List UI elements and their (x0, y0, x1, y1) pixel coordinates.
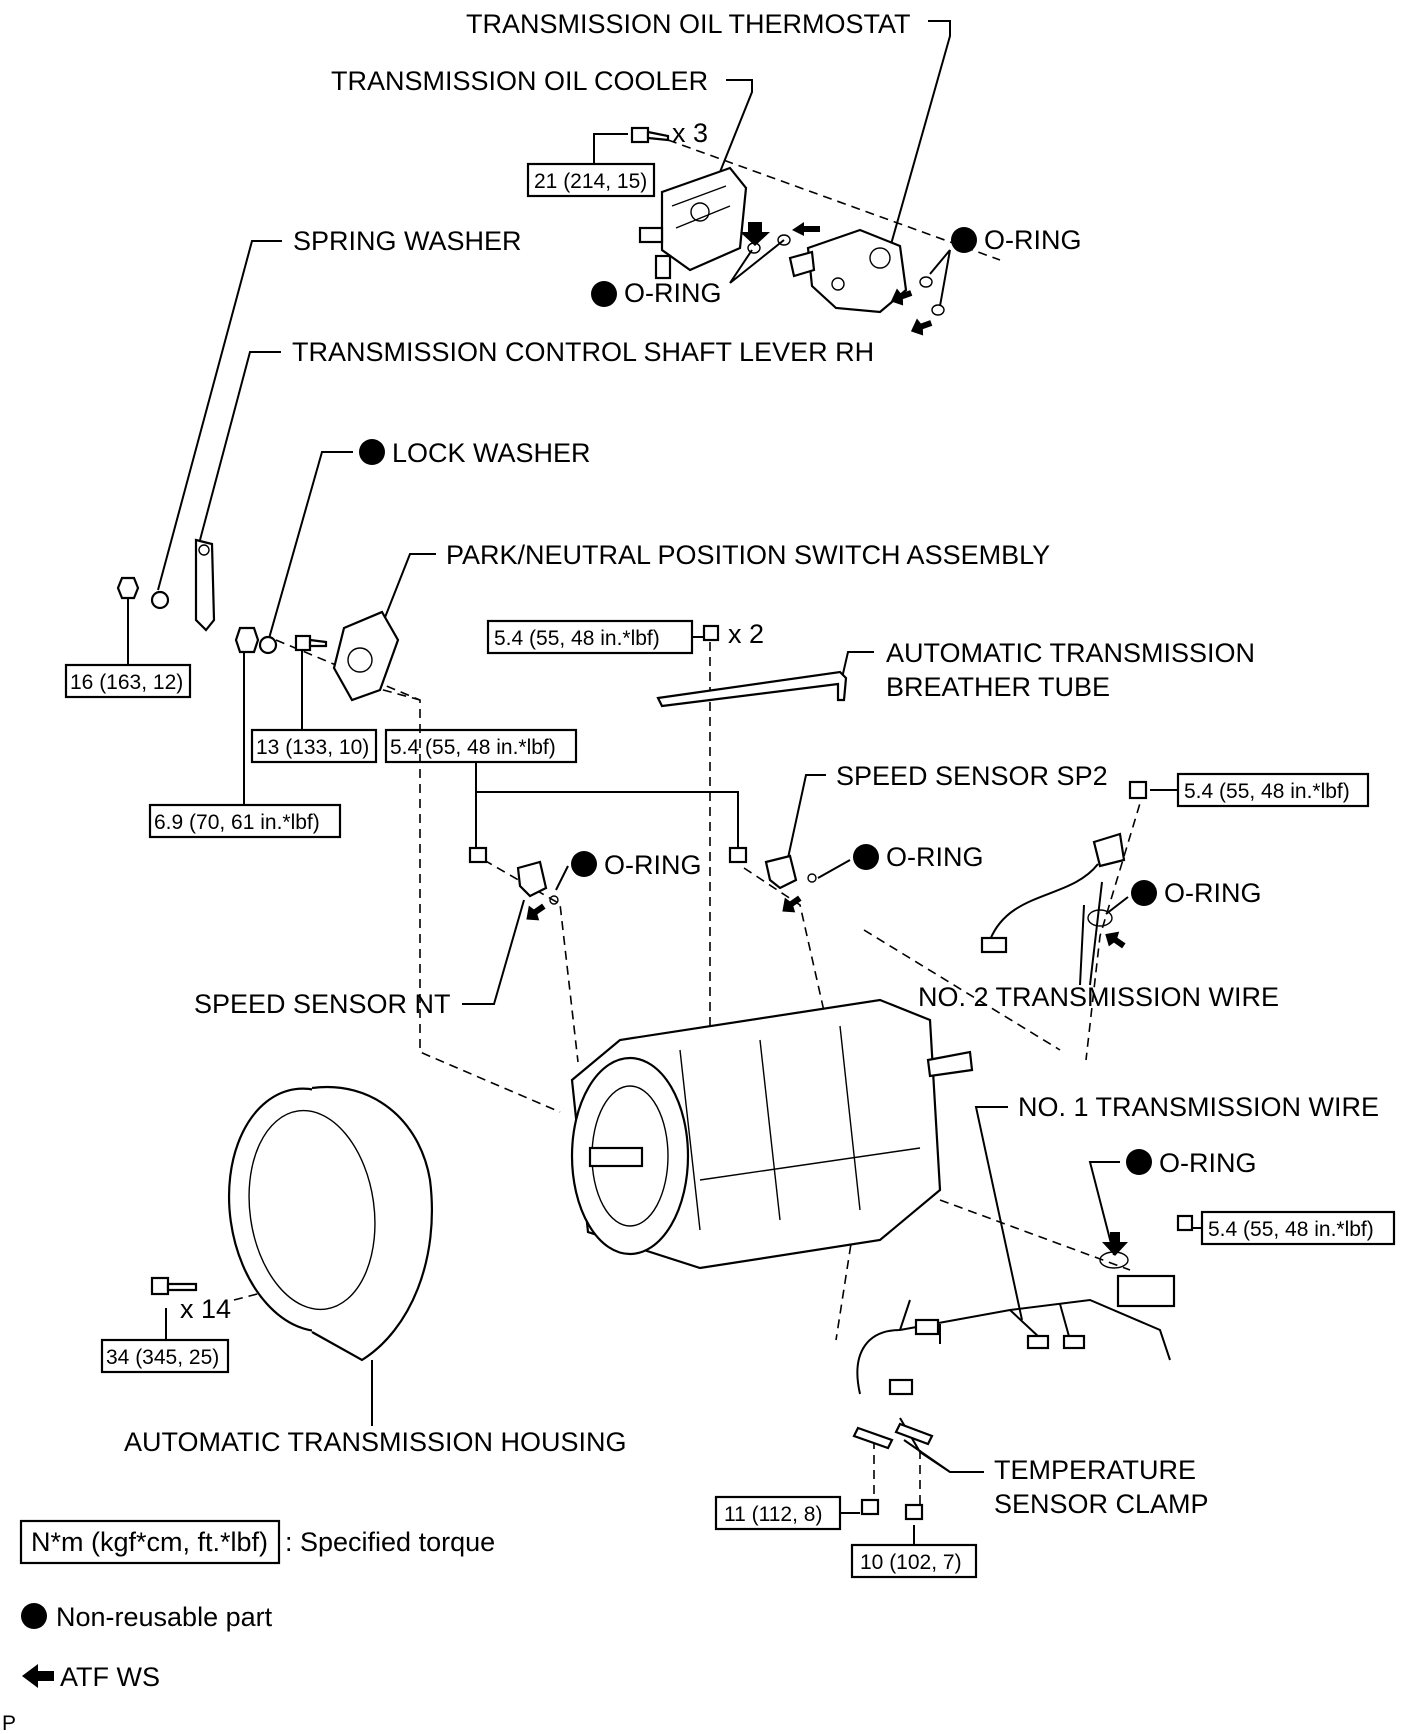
torque-no1-wire-bolt: 5.4 (55, 48 in.*lbf) (1208, 1218, 1374, 1241)
legend-torque-desc: : Specified torque (285, 1527, 495, 1557)
leader-torque-cooler (593, 133, 628, 164)
label-o-ring-no1-wire: O-RING (1159, 1148, 1257, 1178)
legend-torque-unit: N*m (kgf*cm, ft.*lbf) (31, 1527, 268, 1557)
leader-pnp-switch (381, 553, 436, 626)
nonreusable-dot-icon (571, 851, 597, 877)
legend-torque-box (19, 1519, 281, 1565)
nonreusable-dot-icon (1126, 1149, 1152, 1175)
leader-speed-sensor-nt (462, 899, 525, 1005)
label-breather-tube-2: BREATHER TUBE (886, 672, 1110, 702)
label-oil-thermostat: TRANSMISSION OIL THERMOSTAT (466, 9, 911, 39)
leader-o-ring-thermostat (929, 249, 951, 307)
leader-spring-washer (157, 240, 282, 591)
label-o-ring-cooler: O-RING (624, 278, 722, 308)
breather-tube-part (656, 624, 848, 708)
torque-housing-bolt: 34 (345, 25) (106, 1346, 219, 1369)
torque-box (384, 728, 578, 764)
leader-oil-cooler (719, 79, 753, 173)
legend-atf: ATF WS (60, 1662, 160, 1692)
torque-box (526, 162, 656, 198)
leader-breather-tube (841, 651, 874, 679)
torque-clamp-bolt-1: 11 (112, 8) (724, 1503, 822, 1526)
qty-cooler-bolts: x 3 (672, 118, 708, 148)
legend-nonreusable: Non-reusable part (56, 1602, 273, 1632)
leader-oil-thermostat (887, 20, 951, 256)
leader-o-ring-no2-wire (1105, 896, 1129, 915)
label-lock-washer: LOCK WASHER (392, 438, 591, 468)
label-o-ring-thermostat: O-RING (984, 225, 1082, 255)
pnp-switch-part (234, 610, 400, 702)
cooler-bolt-part (630, 126, 670, 144)
temperature-sensor-clamp-part (852, 1422, 934, 1521)
label-breather-tube-1: AUTOMATIC TRANSMISSION (886, 638, 1255, 668)
nonreusable-dot-icon (853, 844, 879, 870)
transmission-housing-part (150, 1085, 434, 1362)
speed-sensor-nt-part (468, 846, 559, 905)
leader-temp-clamp (899, 1417, 984, 1473)
label-spring-washer: SPRING WASHER (293, 226, 522, 256)
nonreusable-dot-icon (951, 227, 977, 253)
torque-clamp-bolt-2: 10 (102, 7) (860, 1551, 962, 1574)
speed-sensor-sp2-part (728, 846, 817, 890)
leader-o-ring-cooler (729, 239, 785, 284)
torque-breather-bolt: 5.4 (55, 48 in.*lbf) (494, 627, 660, 650)
torque-box (100, 1338, 230, 1374)
oil-thermostat-part (788, 228, 908, 314)
leader-speed-sensor-sp2 (787, 774, 826, 859)
torque-box (486, 619, 694, 655)
leader-control-shaft-lever (199, 351, 281, 541)
qty-breather-bolts: x 2 (728, 619, 764, 649)
label-o-ring-nt: O-RING (604, 850, 702, 880)
leader-o-ring-nt (555, 865, 569, 891)
torque-box (1200, 1210, 1396, 1246)
torque-pnp-nut: 6.9 (70, 61 in.*lbf) (154, 811, 320, 834)
label-no2-wire: NO. 2 TRANSMISSION WIRE (918, 982, 1279, 1012)
nonreusable-dot-icon (1131, 880, 1157, 906)
label-o-ring-sp2: O-RING (886, 842, 984, 872)
leader-o-ring-no1-wire (1088, 1161, 1120, 1256)
label-no1-wire: NO. 1 TRANSMISSION WIRE (1018, 1092, 1379, 1122)
qty-housing-bolts: x 14 (180, 1294, 231, 1324)
torque-no2-wire-bolt: 5.4 (55, 48 in.*lbf) (1184, 780, 1350, 803)
torque-cooler-bolt: 21 (214, 15) (534, 170, 647, 193)
label-temp-clamp-1: TEMPERATURE (994, 1455, 1196, 1485)
label-speed-sensor-sp2: SPEED SENSOR SP2 (836, 761, 1108, 791)
legend-nonreusable-dot-icon (21, 1603, 47, 1629)
transmission-main-body-part (570, 998, 974, 1270)
oil-cooler-part (638, 166, 748, 280)
legend-atf-arrow-icon (22, 1664, 54, 1688)
torque-box (250, 728, 378, 764)
label-o-ring-no2-wire: O-RING (1164, 878, 1262, 908)
no1-transmission-wire-part (856, 1214, 1194, 1396)
leader-torque-speed-sensor (475, 762, 739, 850)
label-housing: AUTOMATIC TRANSMISSION HOUSING (124, 1427, 627, 1457)
label-speed-sensor-nt: SPEED SENSOR NT (194, 989, 451, 1019)
torque-speed-sensor-bolt: 5.4 (55, 48 in.*lbf) (390, 736, 556, 759)
nonreusable-dot-icon (359, 439, 385, 465)
corner-mark: P (2, 1712, 16, 1734)
atf-arrow-icons (526, 222, 1128, 1256)
torque-lever-nut: 16 (163, 12) (70, 671, 183, 694)
upper-o-rings (747, 234, 945, 316)
torque-pnp-bolt: 13 (133, 10) (256, 736, 369, 759)
no2-transmission-wire-part (980, 780, 1148, 954)
leader-lock-washer (267, 451, 353, 643)
control-shaft-lever-part (116, 538, 216, 632)
nonreusable-dot-icon (591, 281, 617, 307)
leader-no2-wire (1079, 881, 1103, 986)
label-pnp-switch: PARK/NEUTRAL POSITION SWITCH ASSEMBLY (446, 540, 1050, 570)
label-temp-clamp-2: SENSOR CLAMP (994, 1489, 1209, 1519)
label-control-shaft-lever: TRANSMISSION CONTROL SHAFT LEVER RH (292, 337, 874, 367)
label-oil-cooler: TRANSMISSION OIL COOLER (331, 66, 708, 96)
leader-no1-wire (974, 1106, 1023, 1321)
leader-o-ring-sp2 (817, 859, 851, 879)
